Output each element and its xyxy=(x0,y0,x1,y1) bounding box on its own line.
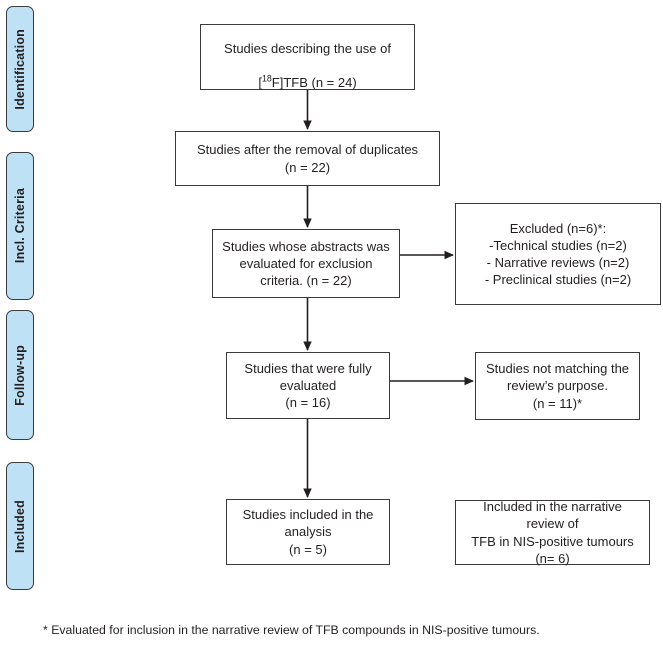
identification-line1: Studies describing the use of xyxy=(224,40,391,56)
flow-box-identification-text: Studies describing the use of [18F]TFB (… xyxy=(217,23,398,92)
stage-pill-incl-criteria: Incl. Criteria xyxy=(6,152,34,300)
flow-box-duplicates-text: Studies after the removal of duplicates … xyxy=(196,142,419,175)
flow-box-narrative-review: Included in the narrative review of TFB … xyxy=(455,499,650,566)
flow-box-abstracts-screened: Studies whose abstracts was evaluated fo… xyxy=(212,229,400,298)
flow-box-not-matching-purpose: Studies not matching the review’s purpos… xyxy=(475,352,640,420)
flow-box-fully-evaluated-text: Studies that were fully evaluated (n = 1… xyxy=(244,360,372,411)
flow-box-excluded: Excluded (n=6)*: -Technical studies (n=2… xyxy=(455,203,661,305)
flow-box-duplicates: Studies after the removal of duplicates … xyxy=(175,131,440,186)
flow-box-not-matching-purpose-text: Studies not matching the review’s purpos… xyxy=(485,361,630,411)
flow-box-included-in-analysis: Studies included in the analysis (n = 5) xyxy=(226,499,390,565)
identification-line2-prefix: [ xyxy=(258,75,262,91)
flow-box-abstracts-screened-text: Studies whose abstracts was evaluated fo… xyxy=(222,238,390,289)
identification-superscript: 18 xyxy=(261,73,272,84)
stage-pill-identification: Identification xyxy=(6,6,34,132)
stage-label-identification: Identification xyxy=(12,28,27,110)
flow-box-excluded-text: Excluded (n=6)*: -Technical studies (n=2… xyxy=(484,220,632,288)
footnote: * Evaluated for inclusion in the narrati… xyxy=(43,623,540,637)
stage-pill-included: Included xyxy=(6,462,34,590)
flow-box-narrative-review-text: Included in the narrative review of TFB … xyxy=(471,499,634,566)
flow-box-fully-evaluated: Studies that were fully evaluated (n = 1… xyxy=(226,352,390,419)
stage-label-follow-up: Follow-up xyxy=(12,344,27,406)
stage-pill-follow-up: Follow-up xyxy=(6,310,34,440)
stage-label-incl-criteria: Incl. Criteria xyxy=(12,188,27,264)
flow-box-included-in-analysis-text: Studies included in the analysis (n = 5) xyxy=(242,507,374,557)
flow-box-identification: Studies describing the use of [18F]TFB (… xyxy=(200,24,415,90)
stage-label-included: Included xyxy=(12,499,27,553)
identification-line2-suffix: F]TFB (n = 24) xyxy=(271,75,357,91)
